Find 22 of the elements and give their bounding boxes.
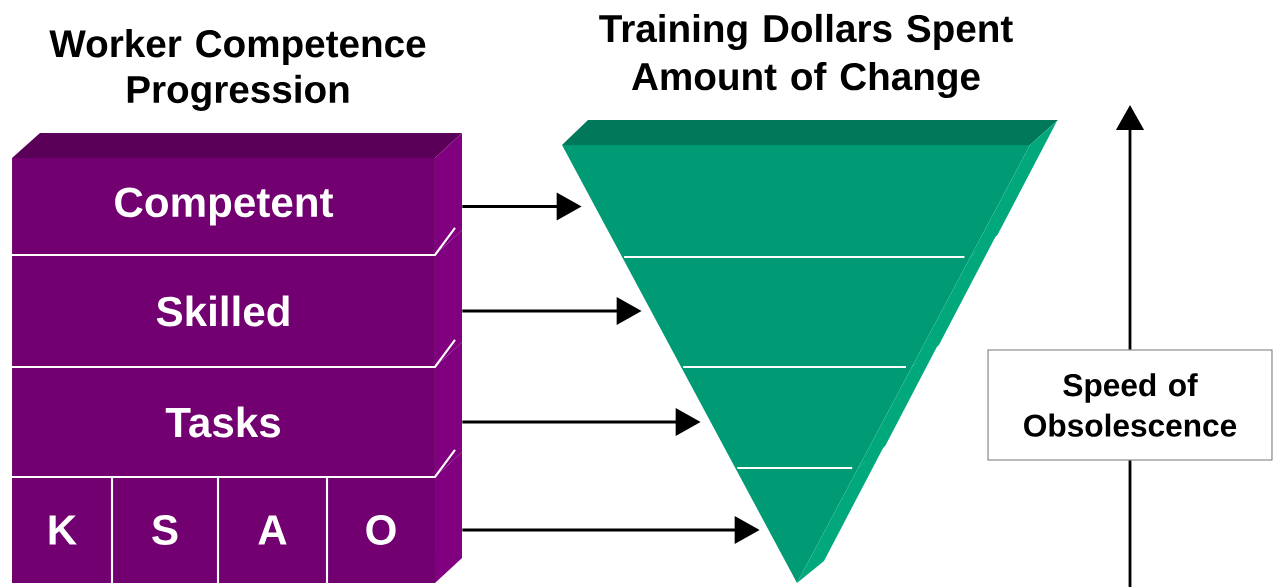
node-label: S (152, 515, 178, 545)
level-box: S (112, 477, 218, 583)
funnel-section (562, 120, 1058, 257)
funnel-section (622, 233, 998, 367)
node-label: Tasks (165, 406, 280, 438)
funnel-section (735, 444, 886, 583)
level-box: A (218, 477, 327, 583)
level-box: Skilled (12, 230, 462, 367)
level-box: Tasks (12, 342, 462, 477)
node-label: Skilled (156, 295, 289, 327)
label-box: Speed of Obsolescence (987, 349, 1273, 461)
level-box: K (12, 477, 112, 583)
funnel-section (681, 343, 939, 468)
node-label: K (49, 515, 77, 545)
heading: Training Dollars Spent (599, 13, 1013, 51)
level-box: Competent (12, 133, 462, 255)
heading: Worker Competence Progression (49, 29, 426, 111)
node-label: Competent (115, 187, 334, 226)
node-label: O (366, 515, 396, 545)
heading: Amount of Change (632, 61, 980, 99)
level-box: O (327, 452, 462, 583)
node-label: A (258, 515, 287, 545)
